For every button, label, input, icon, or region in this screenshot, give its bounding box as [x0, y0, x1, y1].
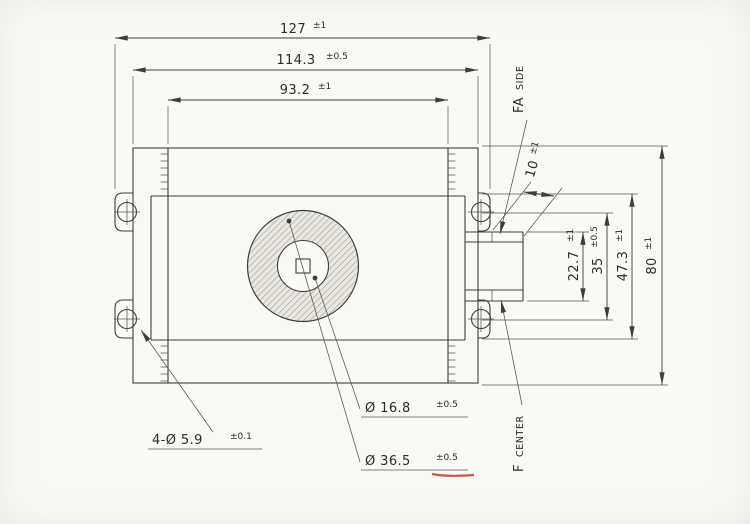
hole-crosshairs [114, 199, 494, 332]
dim-47-3-tolerance: ±1 [615, 229, 625, 242]
callout-mount-holes: 4-Ø 5.9 ±0.1 [140, 329, 262, 450]
dim-127: 127 ±1 [114, 21, 491, 189]
fa-side-sub: SIDE [515, 65, 526, 90]
dim-93-2-tolerance: ±1 [318, 82, 331, 92]
dim-127-value: 127 [280, 22, 306, 37]
callout-dia-16-8: Ø 16.8 ±0.5 [312, 275, 468, 418]
magnetron-body [114, 147, 524, 384]
fa-side-leader [499, 119, 528, 235]
dim-22-7: 22.7 ±1 [527, 229, 589, 302]
dim-10: 10 ±1 [492, 140, 563, 237]
dim-47-3: 47.3 ±1 [482, 193, 638, 340]
mounting-ears [114, 192, 494, 339]
dim-114-3-value: 114.3 [276, 53, 315, 68]
cooling-fin-ticks [160, 153, 456, 382]
dia-16-8-value: Ø 16.8 [365, 401, 411, 416]
antenna-stub [465, 231, 524, 302]
dim-80-value: 80 [645, 257, 660, 274]
mount-holes-value: 4-Ø 5.9 [152, 433, 203, 448]
dia-36-5-tolerance: ±0.5 [436, 453, 458, 463]
dim-35-tolerance: ±0.5 [590, 226, 600, 248]
dim-93-2: 93.2 ±1 [167, 82, 449, 144]
fa-side-main: FA [512, 97, 527, 113]
label-f-center: F CENTER [500, 299, 527, 472]
center-bore [276, 239, 330, 293]
dim-80: 80 ±1 [482, 145, 668, 386]
dim-35: 35 ±0.5 [482, 212, 613, 321]
f-center-leader [500, 299, 523, 406]
center-keyway-square [295, 258, 311, 274]
f-center-main: F [512, 464, 527, 472]
dim-22-7-tolerance: ±1 [566, 229, 576, 242]
dim-35-value: 35 [591, 257, 606, 274]
dim-114-3: 114.3 ±0.5 [132, 52, 479, 144]
dia-36-5-value: Ø 36.5 [365, 454, 411, 469]
dim-80-tolerance: ±1 [644, 237, 654, 250]
f-center-sub: CENTER [515, 415, 526, 457]
dim-22-7-value: 22.7 [567, 251, 582, 282]
red-check-mark [431, 472, 475, 477]
dim-47-3-value: 47.3 [616, 251, 631, 282]
dim-10-tolerance: ±1 [528, 140, 541, 156]
label-fa-side: FA SIDE [499, 65, 528, 235]
dim-114-3-tolerance: ±0.5 [326, 52, 348, 62]
mounting-plate-outline [132, 147, 479, 384]
mount-holes-tolerance: ±0.1 [230, 432, 252, 442]
dia-16-8-tolerance: ±0.5 [436, 400, 458, 410]
dim-93-2-value: 93.2 [280, 83, 311, 98]
dim-127-tolerance: ±1 [313, 21, 326, 31]
dim-10-value: 10 [523, 159, 542, 180]
callout-dia-36-5: Ø 36.5 ±0.5 [286, 218, 475, 477]
